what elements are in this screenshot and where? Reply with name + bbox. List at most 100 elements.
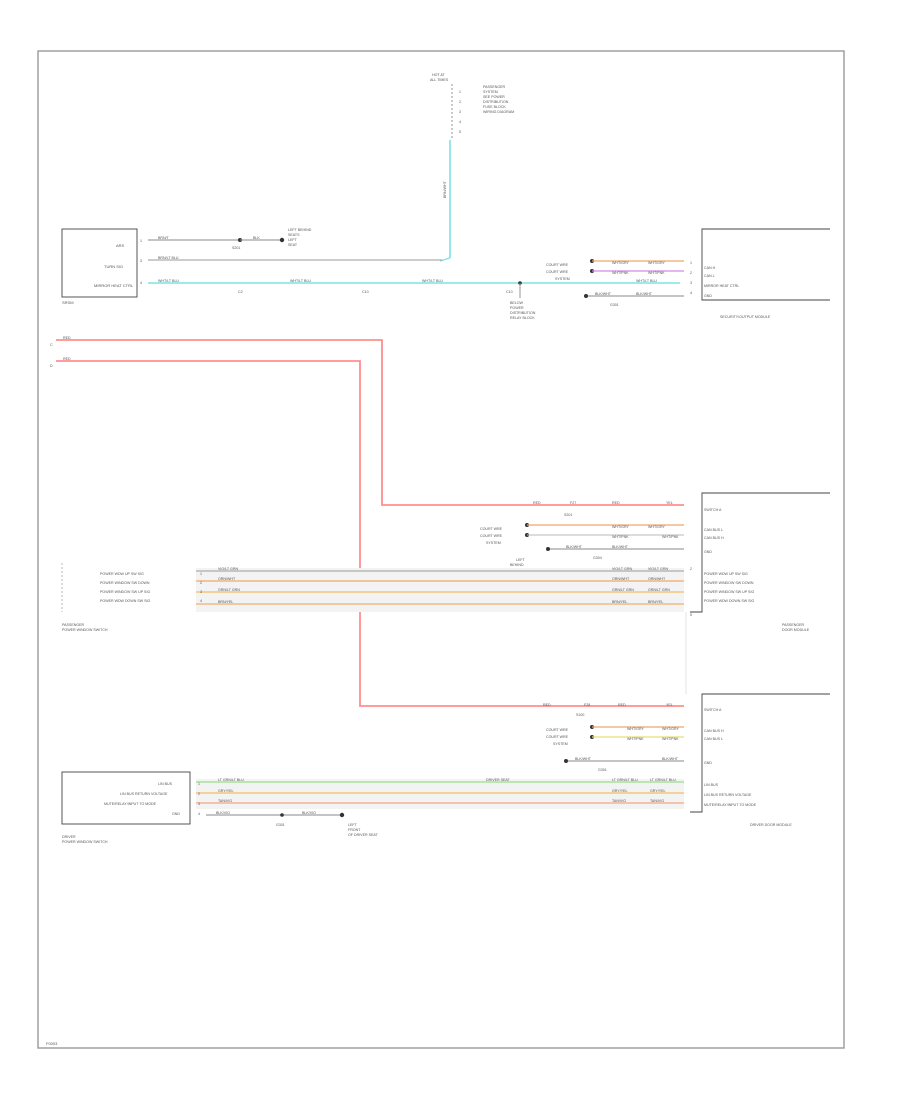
passenger-row: CAN BUS L <box>704 528 723 532</box>
pass-module-wire: BRN/YEL <box>612 600 627 604</box>
driver-module-wire: LT GRN/LT BLU <box>650 778 676 782</box>
passenger-feed-fuse: F27 <box>570 501 576 505</box>
security-wire: BLK/WHT <box>636 292 653 296</box>
security-gnd-label: G301 <box>610 303 619 307</box>
passenger-door-module: SWITCH A CAN BUS L CAN BUS H GND POWER W… <box>690 492 830 632</box>
security-bus-label: SYSTEM <box>555 277 570 281</box>
top-note: PASSENGER SYSTEM SEE POWER DISTRIBUTION … <box>483 85 514 114</box>
splice-dot <box>280 813 284 817</box>
driver-switch-gnd-splice: G301 <box>276 823 285 827</box>
top-feed-label: BRN/WHT <box>443 180 447 198</box>
pass-switch-row: POWER WINDOW SW DOWN <box>100 581 150 585</box>
driver-switch-pin: 1 <box>198 782 200 786</box>
passenger-feed-wire: YEL <box>666 501 673 505</box>
driver-feed-wire: YEL <box>666 703 673 707</box>
driver-switch-wire: GRY/YEL <box>218 789 234 793</box>
passenger-bus-label: COURT WRE <box>480 534 503 538</box>
driver-window-switch: LIN BUS LIN BUS RETURN VOLTAGE MUTE/RELA… <box>61 771 200 844</box>
driver-switch-name: POWER WINDOW SWITCH <box>62 840 108 844</box>
driver-row: MUTE/RELAY/INPUT TO MODE <box>704 803 757 807</box>
srsm-wire3-label: WHT/LT BLU <box>290 279 311 283</box>
driver-module-wire: GRY/YEL <box>612 789 628 793</box>
srsm-row-label: TURN SIG <box>104 264 123 269</box>
passenger-gnd-wire: BLK/WHT <box>612 545 629 549</box>
srsm-wire1-splice: S201 <box>232 246 240 250</box>
driver-bus-label: COURT WRE <box>546 728 569 732</box>
ground-dot <box>279 237 285 243</box>
security-wire: WHT/GRY <box>648 261 666 265</box>
passenger-bus-wire: WHT/GRY <box>612 525 630 529</box>
security-splice-note: BELOW <box>510 301 524 305</box>
driver-feed-fuse: F28 <box>584 703 590 707</box>
security-pin: 4 <box>690 291 692 295</box>
security-row: MIRROR HEAT CTRL <box>704 284 739 288</box>
security-bus-label: COURT WRE <box>546 270 569 274</box>
security-splice-note: DISTRIBUTION <box>510 311 536 315</box>
driver-row: CAN BUS H <box>704 729 724 733</box>
passenger-signal-row: POWER WDW DOWN SW SIG <box>704 599 755 603</box>
driver-mid-label: DRIVER SEAT <box>486 778 511 782</box>
driver-switch-pin: 4 <box>198 812 200 816</box>
driver-switch-row: LIN BUS <box>158 782 173 786</box>
pass-switch-pin: 4 <box>200 599 202 603</box>
pass-module-wire: ORN/WHT <box>648 577 666 581</box>
pass-module-wire: VIO/LT GRN <box>612 567 632 571</box>
driver-switch-gnd-wire: BLK/VIO <box>302 811 316 815</box>
feed-label: RED <box>63 336 71 340</box>
driver-switch-wire: LT GRN/LT BLU <box>218 778 244 782</box>
srsm-wire3-label: WHT/LT BLU <box>422 279 443 283</box>
top-pin-1: 1 <box>459 90 461 94</box>
pass-module-wire: ORN/WHT <box>612 577 630 581</box>
passenger-bus-wire: WHT/GRY <box>648 525 666 529</box>
passenger-signal-pin: 2 <box>690 567 692 571</box>
driver-splice: S100 <box>576 713 584 717</box>
driver-row: GND <box>704 761 712 765</box>
pass-switch-wire: BRN/YEL <box>218 600 233 604</box>
driver-feed-wire: RED <box>618 703 626 707</box>
top-connector: HOT AT ALL TIMES 1 2 3 4 5 <box>430 73 461 138</box>
red-feed-driver <box>56 360 684 707</box>
top-note-line: WIRING DIAGRAM <box>483 110 514 114</box>
passenger-signal-row: POWER WINDOW SW DOWN <box>704 581 754 585</box>
ground-dot <box>564 759 568 763</box>
pass-switch-pin: 2 <box>200 581 202 585</box>
srsm-note: SEAT <box>288 243 298 247</box>
driver-module-wire: TAN/VIO <box>650 799 664 803</box>
security-splice-note: POWER <box>510 306 524 310</box>
passenger-window-switch: POWER WDW UP SW SIG POWER WINDOW SW DOWN… <box>61 563 202 632</box>
driver-module-wire: GRY/YEL <box>650 789 666 793</box>
security-wire: BLK/WHT <box>595 292 612 296</box>
red-feed-passenger <box>56 339 684 506</box>
driver-feed-wire: RED <box>543 703 551 707</box>
passenger-signal-row: POWER WDW UP SW SIG <box>704 572 748 576</box>
security-pin: 1 <box>690 261 692 265</box>
passenger-signal-pin: 5 <box>690 613 692 617</box>
top-connector-line2: ALL TIMES <box>430 78 449 82</box>
top-pin-2: 2 <box>459 100 461 104</box>
pass-switch-row: POWER WINDOW SW UP SIG <box>100 590 150 594</box>
passenger-module-name: PASSENGER <box>782 623 805 627</box>
driver-gnd-wire: BLK/WHT <box>575 757 592 761</box>
passenger-feed-wire: RED <box>533 501 541 505</box>
driver-bus-label: SYSTEM <box>553 742 568 746</box>
driver-row: SWITCH A <box>704 708 722 712</box>
driver-row: LIN BUS <box>704 783 719 787</box>
srsm-wire3-label: WHT/LT BLU <box>158 279 179 283</box>
passenger-bus-wire: WHT/PNK <box>662 535 679 539</box>
srsm-note: LEFT <box>288 238 298 242</box>
driver-bus-wire: WHT/GRY <box>627 727 645 731</box>
security-row: GND <box>704 294 712 298</box>
driver-bus-wire: WHT/GRY <box>662 727 680 731</box>
driver-switch-name: DRIVER <box>62 835 76 839</box>
srsm-wire2-color: BRN/LT BLU <box>158 256 179 260</box>
top-pin-3: 3 <box>459 110 461 114</box>
driver-module-wire: LT GRN/LT BLU <box>612 778 638 782</box>
driver-gnd-wire: BLK/WHT <box>662 757 679 761</box>
passenger-bus-label: COURT WRE <box>480 527 503 531</box>
driver-door-module: SWITCH A CAN BUS H CAN BUS L GND LIN BUS… <box>690 693 830 827</box>
security-module-name: SECURITY/OUTPUT MODULE <box>720 315 771 319</box>
top-note-line: SYSTEM <box>483 90 498 94</box>
driver-switch-row: GND <box>172 812 180 816</box>
ground-dot <box>584 294 588 298</box>
